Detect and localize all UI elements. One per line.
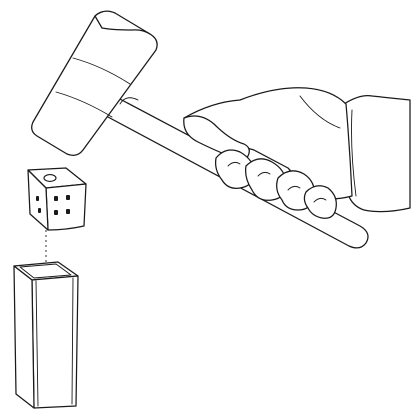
- square-tube-icon: [14, 262, 78, 408]
- end-cap-icon: [28, 168, 86, 230]
- end-cap-centre-hole: [44, 175, 56, 182]
- tube-front: [32, 276, 78, 408]
- tube-left: [14, 266, 34, 408]
- end-cap-front: [46, 184, 86, 230]
- sleeve-cuff: [344, 96, 411, 212]
